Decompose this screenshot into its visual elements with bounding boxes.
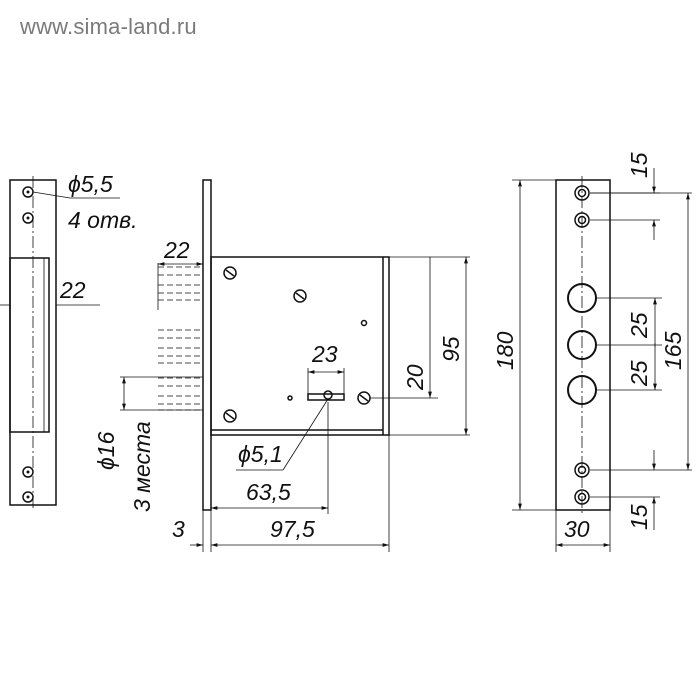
watermark: www.sima-land.ru xyxy=(20,14,197,39)
lock-screws xyxy=(223,266,371,423)
strike-plate xyxy=(0,176,120,510)
bolt-places-label: 3 места xyxy=(129,421,155,512)
screw-dia-label: ϕ5,1 xyxy=(238,441,283,467)
key-slot xyxy=(307,390,345,401)
bolt-pitch-2-label: 25 xyxy=(626,360,652,387)
body-depth-label: 97,5 xyxy=(270,516,315,542)
total-length-label: 180 xyxy=(492,331,518,370)
faceplate-width-label: 30 xyxy=(564,516,590,542)
lock-case xyxy=(210,256,390,436)
bottom-hole-pitch-label: 15 xyxy=(626,504,652,530)
faceplate-screw-holes xyxy=(574,185,590,505)
faceplate-thickness-label: 3 xyxy=(172,516,185,542)
strike-slot-width-label: 22 xyxy=(59,277,86,303)
strike-hole-count-label: 4 отв. xyxy=(68,207,138,233)
backset-label: 63,5 xyxy=(246,479,291,505)
key-width-label: 23 xyxy=(311,341,338,367)
strike-hole-dia-label: ϕ5,5 xyxy=(68,171,113,197)
bolt-dia-label: ϕ16 xyxy=(93,431,119,470)
top-hole-pitch-label: 15 xyxy=(626,152,652,178)
strike-plate-slot xyxy=(9,257,50,433)
lock-bolts xyxy=(158,266,203,411)
strike-plate-holes xyxy=(22,186,34,503)
key-offset-label: 20 xyxy=(402,364,428,391)
bolt-pitch-1-label: 25 xyxy=(626,312,652,339)
hole-spacing-label: 165 xyxy=(660,331,686,370)
body-height-label: 95 xyxy=(438,336,464,362)
bolt-length-label: 22 xyxy=(163,237,190,263)
lock-faceplate-side xyxy=(202,179,212,511)
